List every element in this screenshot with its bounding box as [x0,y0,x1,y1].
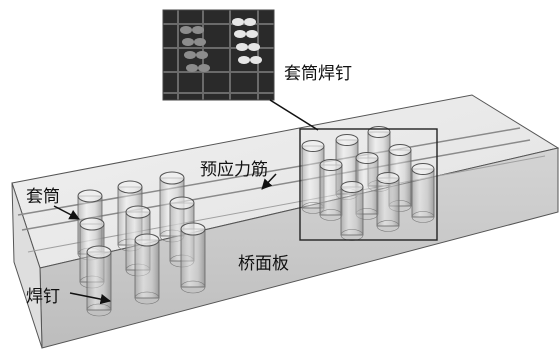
photo-inset [162,9,275,101]
photo-to-box-leader [269,99,319,131]
label-deck-slab: 桥面板 [238,254,289,274]
stud-group-left [77,171,206,317]
tendon-line-2 [21,139,531,231]
sleeve-stud [180,222,206,294]
sleeve-stud [376,172,400,232]
label-weld-stud: 焊钉 [26,287,60,307]
stud-group-right [301,126,435,241]
sleeve-arrow [53,205,80,220]
weld-stud-arrow [69,292,112,305]
tendon-line-3 [27,155,546,253]
sleeve-stud [86,245,112,317]
photo-studs-light [232,18,262,64]
photo-rebar-grid [163,10,274,100]
tendon-arrow [261,173,277,190]
slab-left-face [11,182,43,349]
sleeve-stud [411,163,435,223]
sleeve-stud [134,233,160,305]
label-sleeve-weld-stud: 套筒焊钉 [284,64,352,84]
sleeve-stud [340,181,364,241]
sleeve-stud [301,140,325,214]
label-prestress-tendon: 预应力筋 [200,160,268,180]
detail-highlight-box [299,128,438,241]
sleeve-stud [319,159,343,221]
label-sleeve: 套筒 [26,187,60,207]
photo-studs-dark [180,26,210,72]
